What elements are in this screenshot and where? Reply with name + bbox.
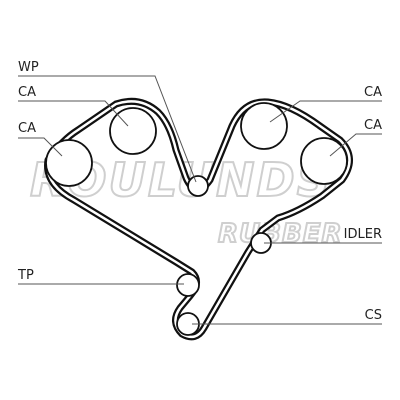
tensioner-pulley [176, 273, 200, 297]
label-wp: WP [18, 60, 39, 75]
label-cs: CS [365, 308, 382, 323]
labels: WP CA CA CA CA IDLER TP CS [17, 60, 382, 323]
watermark-line-2: RUBBER [218, 219, 343, 249]
camshaft-pulley-top-left [109, 107, 157, 155]
label-ca-top-left: CA [18, 85, 36, 100]
camshaft-pulley-mid-right [300, 137, 348, 185]
label-ca-top-right: CA [364, 85, 382, 100]
leader-ca-top-left [18, 100, 129, 127]
label-tp: TP [17, 268, 34, 283]
water-pump-pulley [187, 175, 209, 197]
leader-lines [18, 75, 382, 325]
camshaft-pulley-top-right [240, 102, 288, 150]
label-ca-mid-right: CA [364, 118, 382, 133]
leader-ca-mid-left [18, 137, 63, 157]
label-idler: IDLER [344, 227, 382, 242]
leader-ca-top-right [269, 100, 382, 123]
leader-wp [18, 75, 197, 183]
label-ca-mid-left: CA [18, 121, 36, 136]
leader-ca-mid-right [329, 133, 382, 157]
